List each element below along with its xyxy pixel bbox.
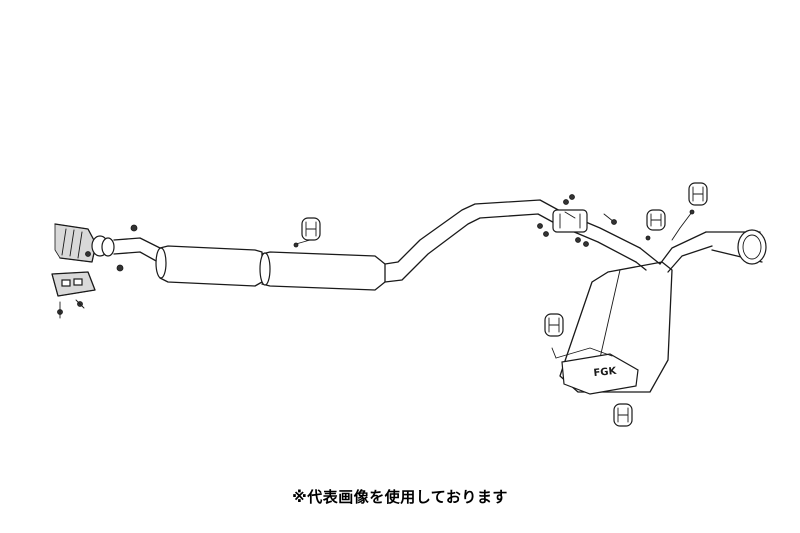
rear-muffler bbox=[551, 261, 673, 395]
center-hanger bbox=[293, 217, 321, 248]
front-nuts bbox=[85, 224, 138, 272]
rear-joint bbox=[537, 194, 617, 247]
muffler-hanger bbox=[544, 313, 633, 427]
mid-pipe bbox=[384, 199, 641, 283]
tail-pipe bbox=[635, 229, 767, 273]
rear-hangers bbox=[645, 182, 708, 241]
front-pipe-section bbox=[54, 223, 161, 263]
center-resonator bbox=[155, 245, 386, 291]
flange-detail bbox=[51, 271, 96, 319]
caption-note: ※代表画像を使用しております bbox=[292, 488, 508, 506]
